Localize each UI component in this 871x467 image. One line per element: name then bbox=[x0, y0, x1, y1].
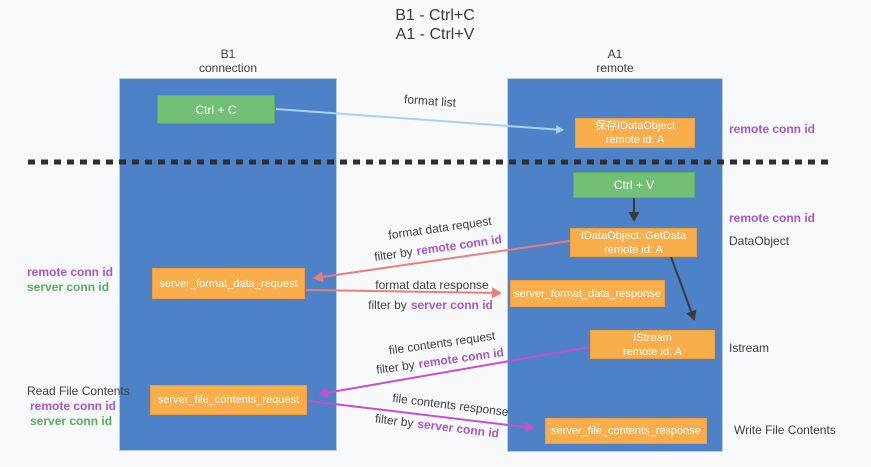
istream-line2: remote id: A bbox=[623, 345, 682, 358]
server-file-contents-request-label: server_file_contents_request bbox=[157, 394, 300, 406]
filter-by-prefix: filter by bbox=[368, 298, 407, 312]
lane-a1-subtitle: remote bbox=[596, 61, 634, 75]
ctrl-v-label: Ctrl + V bbox=[613, 178, 655, 192]
left-file-server-conn-id: server conn id bbox=[30, 414, 113, 428]
filter-by-prefix: filter by bbox=[373, 244, 414, 264]
node-ctrl-v: Ctrl + V bbox=[573, 172, 695, 198]
left-file-remote-conn-id: remote conn id bbox=[30, 399, 117, 413]
keep-idataobject-line2: remote id: A bbox=[605, 134, 665, 146]
filter-by-prefix: filter by bbox=[375, 357, 416, 377]
getdata-line1: IDataObject::GetData bbox=[580, 229, 687, 242]
node-idataobject-getdata: IDataObject::GetData remote id: A bbox=[570, 228, 697, 257]
istream-side-label: Istream bbox=[729, 341, 770, 355]
node-server-format-data-response: server_format_data_response bbox=[510, 280, 665, 307]
filter-by-prefix: filter by bbox=[374, 411, 415, 431]
left-file-conn-ids: remote conn id server conn id bbox=[30, 399, 116, 429]
node-server-file-contents-response: server_file_contents_response bbox=[545, 418, 707, 444]
lane-b1-title: B1 bbox=[220, 47, 236, 61]
read-file-contents-label: Read File Contents bbox=[27, 384, 130, 398]
lane-header-b1: B1 connection bbox=[119, 47, 337, 75]
format-data-response-label: format data response bbox=[375, 278, 489, 292]
istream-line1: IStream bbox=[633, 331, 672, 344]
left-format-server-conn-id: server conn id bbox=[27, 280, 110, 294]
remote-conn-id-mid-label: remote conn id bbox=[729, 211, 816, 225]
node-server-format-data-request: server_format_data_request bbox=[152, 268, 305, 299]
node-server-file-contents-request: server_file_contents_request bbox=[150, 385, 307, 415]
lane-header-a1: A1 remote bbox=[507, 47, 723, 75]
lane-a1-title: A1 bbox=[607, 47, 623, 61]
node-ctrl-c: Ctrl + C bbox=[157, 95, 275, 124]
write-file-contents-label: Write File Contents bbox=[734, 423, 836, 437]
keep-idataobject-line1: 保存IDataObject bbox=[594, 120, 676, 132]
ctrl-c-label: Ctrl + C bbox=[195, 102, 237, 117]
server-file-contents-response-label: server_file_contents_response bbox=[551, 425, 701, 437]
left-format-remote-conn-id: remote conn id bbox=[27, 265, 114, 279]
remote-conn-id-top-label: remote conn id bbox=[729, 122, 816, 136]
diagram-title: B1 - Ctrl+C A1 - Ctrl+V bbox=[335, 6, 535, 44]
filter-by-value: server conn id bbox=[416, 416, 500, 441]
server-format-data-request-label: server_format_data_request bbox=[159, 277, 298, 290]
server-format-data-response-label: server_format_data_response bbox=[514, 287, 661, 300]
getdata-line2: remote id: A bbox=[604, 243, 663, 256]
filter-by-value: server conn id bbox=[410, 298, 493, 312]
dataobject-label: DataObject bbox=[729, 234, 790, 248]
title-line-2: A1 - Ctrl+V bbox=[395, 26, 475, 43]
lane-b1-subtitle: connection bbox=[198, 61, 258, 75]
node-istream: IStream remote id: A bbox=[590, 330, 715, 359]
node-keep-idataobject: 保存IDataObject remote id: A bbox=[575, 118, 695, 148]
left-format-conn-ids: remote conn id server conn id bbox=[27, 265, 113, 295]
title-line-1: B1 - Ctrl+C bbox=[395, 7, 475, 24]
format-list-label: format list bbox=[403, 92, 457, 110]
